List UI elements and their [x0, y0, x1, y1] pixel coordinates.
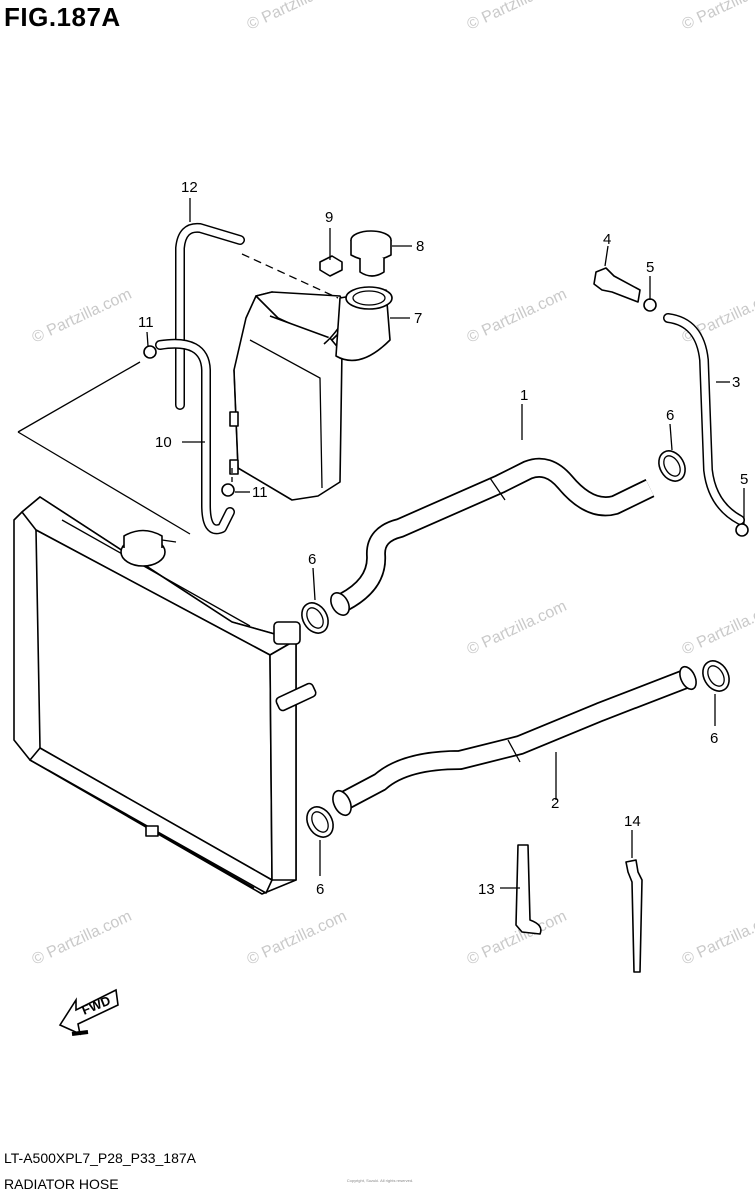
watermark: © Partzilla.com [465, 0, 570, 34]
forward-arrow: FWD [58, 988, 119, 1036]
callout-11: 11 [252, 484, 268, 501]
callout-6: 6 [710, 730, 718, 747]
bypass-hose [663, 313, 745, 525]
watermark: © Partzilla.com [680, 286, 755, 347]
watermark: © Partzilla.com [245, 0, 350, 34]
figure-title: FIG.187A [4, 2, 121, 32]
reservoir-cap [350, 230, 392, 277]
callout-8: 8 [416, 238, 424, 255]
callout-6: 6 [666, 407, 674, 424]
callout-4: 4 [603, 231, 611, 248]
mounting-bolt [319, 255, 343, 277]
callout-9: 9 [325, 209, 333, 226]
watermark: © Partzilla.com [680, 0, 755, 34]
callout-5: 5 [740, 471, 748, 488]
callout-10: 10 [155, 434, 172, 451]
callout-1: 1 [520, 387, 528, 404]
hose-bracket [515, 844, 542, 935]
vent-hose [175, 222, 245, 410]
leader-lines [17, 198, 745, 889]
callout-7: 7 [414, 310, 422, 327]
watermark: © Partzilla.com [680, 908, 755, 969]
callout-numbers: 1 2 3 4 5 5 6 6 6 6 7 8 9 10 11 11 12 13… [138, 179, 748, 898]
callout-6: 6 [316, 881, 324, 898]
figure-caption: RADIATOR HOSE [4, 1176, 119, 1192]
watermark: © Partzilla.com [245, 908, 350, 969]
reservoir-tank [229, 286, 393, 501]
watermark: © Partzilla.com [465, 286, 570, 347]
callout-6: 6 [308, 551, 316, 568]
cable-tie [625, 859, 643, 973]
upper-radiator-hose [330, 457, 655, 616]
hose-clamps [301, 450, 730, 838]
callout-3: 3 [732, 374, 740, 391]
watermark: © Partzilla.com [465, 598, 570, 659]
fine-print: Copyright, Suzuki. All rights reserved. [346, 1178, 414, 1183]
radiator [13, 496, 317, 895]
lower-radiator-hose [332, 665, 697, 817]
callout-2: 2 [551, 795, 559, 812]
watermark: © Partzilla.com [680, 598, 755, 659]
figure-code: LT-A500XPL7_P28_P33_187A [4, 1150, 197, 1166]
callout-12: 12 [181, 179, 198, 196]
hose-fitting [593, 267, 641, 303]
callout-13: 13 [478, 881, 495, 898]
watermark: © Partzilla.com [30, 908, 135, 969]
callout-5: 5 [646, 259, 654, 276]
callout-11: 11 [138, 314, 154, 331]
watermark: © Partzilla.com [30, 286, 135, 347]
overflow-hose [155, 338, 235, 535]
callout-14: 14 [624, 813, 641, 830]
